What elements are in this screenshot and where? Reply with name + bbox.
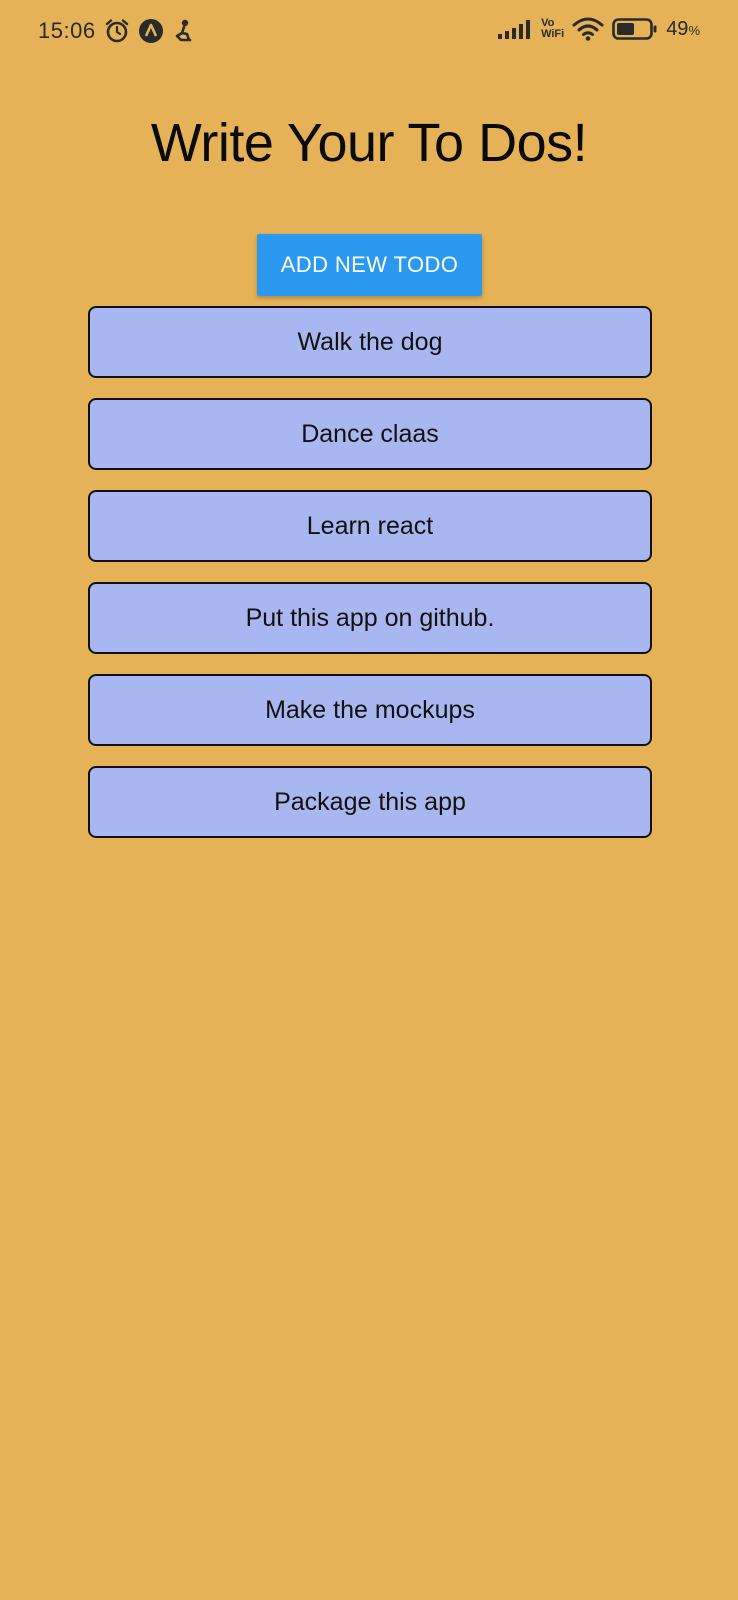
app-notification-icon (138, 18, 164, 44)
wifi-label: WiFi (541, 28, 565, 40)
todo-item[interactable]: Walk the dog (88, 306, 652, 378)
todo-item[interactable]: Dance claas (88, 398, 652, 470)
battery-value: 49 (666, 17, 689, 40)
status-bar: 15:06 (0, 0, 738, 64)
status-right: Vo WiFi 49% (497, 16, 700, 42)
todo-item[interactable]: Package this app (88, 766, 652, 838)
vo-label: Vo (541, 17, 555, 29)
page-title: Write Your To Dos! (150, 113, 588, 173)
status-time: 15:06 (38, 18, 96, 43)
vowifi-icon: Vo WiFi (541, 18, 564, 40)
todo-item[interactable]: Make the mockups (88, 674, 652, 746)
alarm-icon (104, 18, 130, 44)
battery-icon (612, 17, 658, 41)
yoga-icon (172, 18, 196, 44)
todo-list: Walk the dog Dance claas Learn react Put… (88, 306, 652, 858)
battery-percent: 49% (666, 18, 700, 41)
battery-unit: % (688, 22, 700, 38)
add-new-todo-button[interactable]: ADD NEW TODO (257, 234, 482, 296)
todo-item[interactable]: Put this app on github. (88, 582, 652, 654)
todo-item[interactable]: Learn react (88, 490, 652, 562)
status-left: 15:06 (38, 18, 196, 44)
signal-icon (497, 18, 533, 40)
wifi-icon (572, 16, 604, 42)
